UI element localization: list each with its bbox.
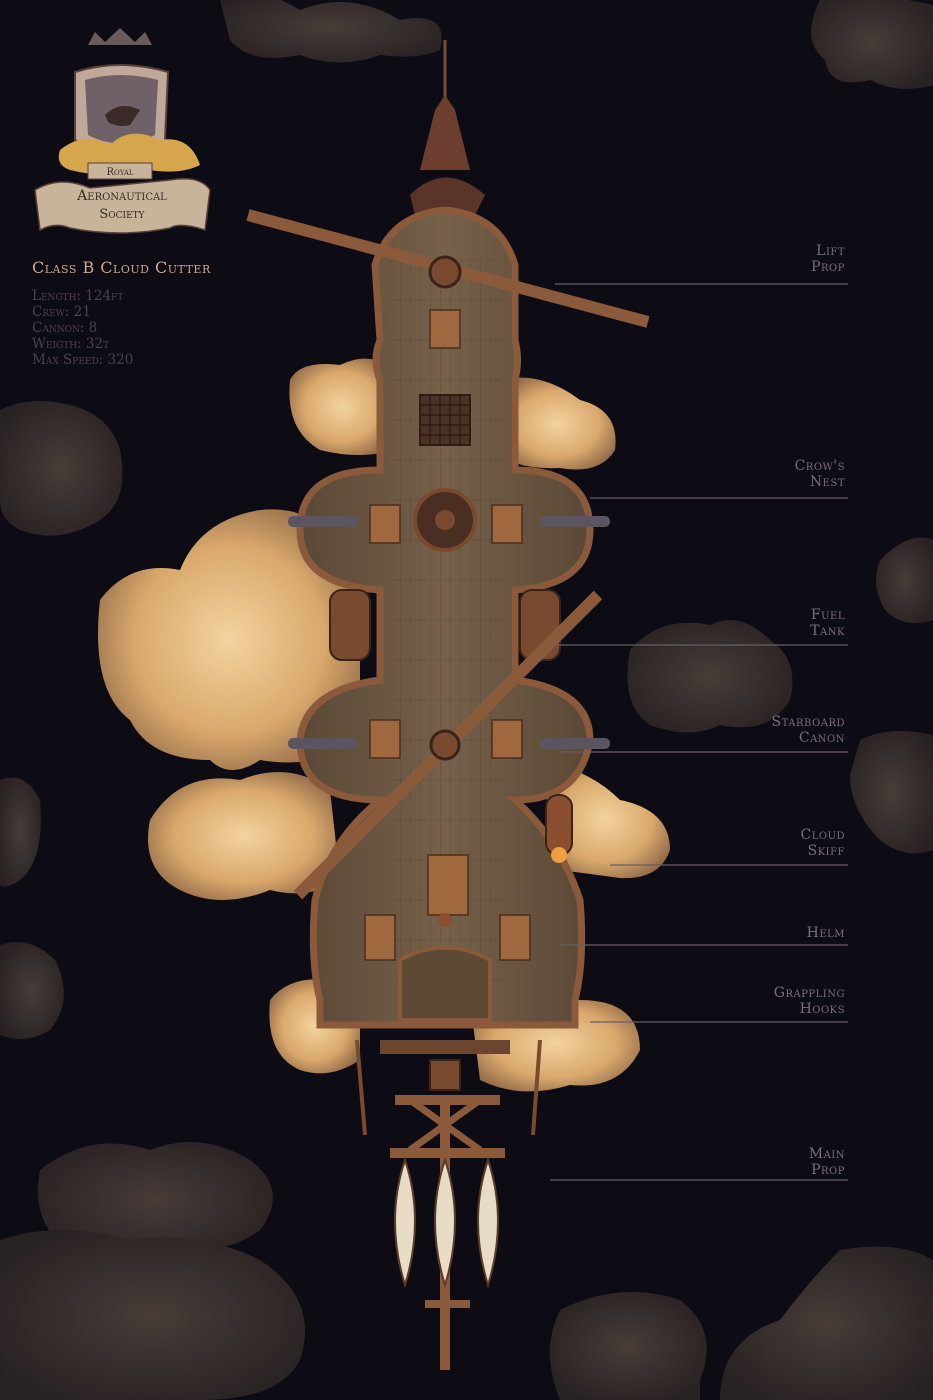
stat-weight: Weigth: 32t (32, 336, 110, 352)
callout-label: Fuel (810, 607, 845, 623)
callout-label: Nest (809, 474, 845, 490)
callout-grappling-hooks: Grappling Hooks (774, 985, 845, 1017)
callout-label: Skiff (807, 843, 845, 859)
callout-label: Main (808, 1146, 845, 1162)
stat-crew: Crew: 21 (32, 304, 91, 320)
callout-label: Cloud (800, 827, 845, 843)
callout-label: Tank (810, 623, 845, 639)
callout-helm: Helm (807, 925, 845, 941)
stat-cannon: Cannon: 8 (32, 320, 98, 336)
callout-label: Grappling (773, 985, 845, 1001)
callout-label: Prop (811, 1162, 845, 1178)
ship-class-title: Class B Cloud Cutter (32, 258, 211, 277)
callout-label: Starboard (771, 714, 845, 730)
society-emblem (34, 28, 211, 234)
callout-crows-nest: Crow's Nest (795, 458, 845, 490)
callout-label: Helm (806, 925, 845, 941)
callout-label: Hooks (799, 1001, 845, 1017)
airship (246, 40, 650, 1370)
callout-fuel-tank: Fuel Tank (810, 607, 845, 639)
ship-stats: Length: 124ft Crew: 21 Cannon: 8 Weigth:… (32, 288, 133, 368)
emblem-line3: Society (99, 207, 145, 222)
emblem-line1: Royal (106, 167, 133, 178)
stat-length: Length: 124ft (32, 288, 124, 304)
callout-lift-prop: Lift Prop (811, 243, 845, 275)
callout-main-prop: Main Prop (809, 1146, 845, 1178)
callout-label: Prop (811, 259, 845, 275)
lit-clouds (98, 358, 670, 1092)
callout-starboard-canon: Starboard Canon (772, 714, 845, 746)
callout-lines (550, 283, 848, 1181)
callout-cloud-skiff: Cloud Skiff (801, 827, 846, 859)
callout-label: Canon (798, 730, 845, 746)
callout-label: Lift (816, 243, 845, 259)
callout-label: Crow's (794, 458, 845, 474)
emblem-line2: Aeronautical (76, 188, 167, 204)
stat-max-speed: Max Speed: 320 (32, 352, 134, 368)
